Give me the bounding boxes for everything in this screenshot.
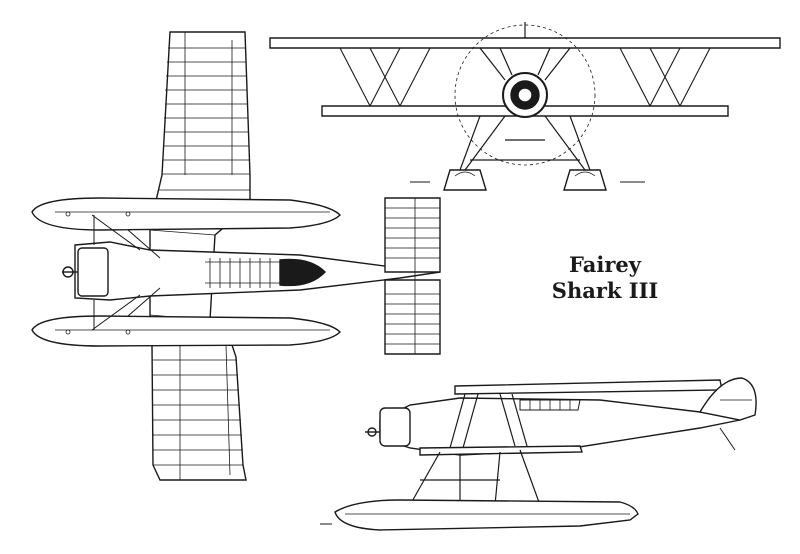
- top-view-fuselage: [62, 215, 440, 330]
- top-view: [32, 32, 440, 480]
- top-view-floats: [32, 198, 340, 346]
- aircraft-name-line-1: Fairey: [569, 252, 641, 277]
- top-view-tailplane: [385, 198, 440, 354]
- front-view: [270, 22, 780, 190]
- aircraft-name-line-2: Shark III: [551, 278, 659, 303]
- side-view: [320, 378, 756, 530]
